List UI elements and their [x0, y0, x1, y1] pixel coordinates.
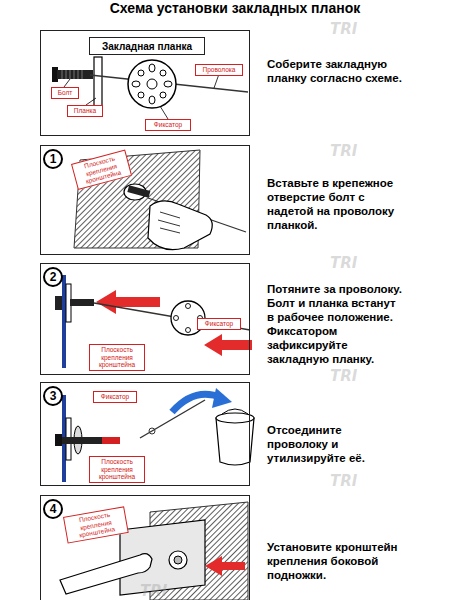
label-text: Плоскость крепления кронштейна	[92, 346, 142, 369]
part-label: Болт	[51, 87, 79, 99]
diagram-title: Схема установки закладных планок	[0, 0, 470, 16]
number-text: 2	[50, 270, 57, 284]
label-text: Плоскость крепления кронштейна	[92, 458, 142, 481]
part-label: Проволока	[195, 64, 243, 76]
part-label: Фиксатор	[93, 391, 137, 403]
label-text: Фиксатор	[96, 393, 134, 401]
label-text: Фиксатор	[148, 121, 188, 129]
step-panel: Вставьте в крепежное отверстие болт с на…	[40, 145, 250, 255]
part-label: Планка	[67, 105, 103, 117]
box-title: Закладная планка	[102, 41, 192, 52]
insert-drawing	[74, 150, 246, 250]
instruction-text: Вставьте в крепежное отверстие болт с на…	[267, 176, 402, 232]
part-label: Плоскость крепления кронштейна	[71, 150, 132, 190]
step-number: 2	[43, 267, 63, 287]
step-panel: Отсоедините проволоку и утилизируйте её.…	[40, 382, 250, 486]
watermark: TRI	[140, 582, 167, 600]
watermark: TRI	[330, 472, 357, 490]
watermark: TRI	[330, 20, 357, 38]
part-label: Фиксатор	[145, 119, 191, 131]
step-panel: Соберите закладную планку согласно схеме…	[40, 30, 250, 136]
part-label: Плоскость крепления кронштейна	[89, 456, 145, 483]
label-text: Планка	[70, 107, 100, 115]
remove-drawing	[55, 388, 254, 482]
parts-drawing	[52, 57, 248, 119]
watermark: TRI	[330, 254, 357, 272]
watermark: TRI	[330, 142, 357, 160]
label-text: Фиксатор	[200, 320, 238, 328]
number-text: 3	[50, 389, 57, 403]
title-box: Закладная планка	[89, 37, 205, 55]
step-number: 4	[43, 499, 63, 519]
label-text: Проволока	[198, 66, 240, 74]
step-number: 3	[43, 386, 63, 406]
pull-drawing	[55, 275, 252, 368]
instruction-text: Установите кронштейн крепления боковой п…	[267, 540, 402, 582]
number-text: 1	[50, 152, 57, 166]
instruction-text: Соберите закладную планку согласно схеме…	[267, 57, 402, 85]
label-text: Плоскость крепления кронштейна	[74, 152, 128, 187]
step-panel: Потяните за проволоку. Болт и планка вст…	[40, 263, 250, 375]
label-text: Плоскость крепления кронштейна	[66, 509, 125, 541]
part-label: Фиксатор	[197, 318, 241, 330]
number-text: 4	[50, 502, 57, 516]
watermark: TRI	[330, 367, 357, 385]
mount-drawing	[60, 502, 248, 600]
label-text: Болт	[54, 89, 76, 97]
step-number: 1	[43, 149, 63, 169]
instruction-text: Потяните за проволоку. Болт и планка вст…	[267, 282, 402, 366]
part-label: Плоскость крепления кронштейна	[89, 344, 145, 371]
part-label: Плоскость крепления кронштейна	[63, 506, 129, 543]
instruction-text: Отсоедините проволоку и утилизируйте её.	[267, 423, 402, 465]
